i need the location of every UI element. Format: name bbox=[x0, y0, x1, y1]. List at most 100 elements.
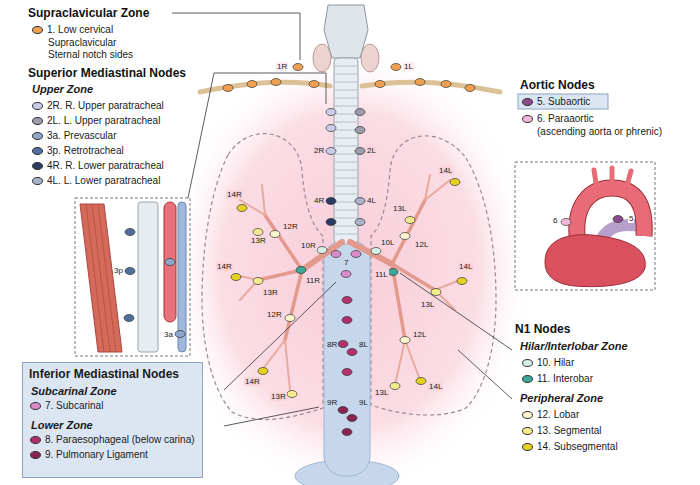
legend-entry: 9. Pulmonary Ligament bbox=[30, 449, 148, 461]
node-dot bbox=[416, 378, 426, 385]
legend-text: 12. Lobar bbox=[537, 409, 579, 421]
heart bbox=[545, 235, 645, 287]
node-dot bbox=[388, 269, 398, 276]
trachea-section bbox=[138, 202, 158, 352]
section-heading: Aortic Nodes bbox=[520, 78, 595, 92]
node-dot bbox=[613, 216, 623, 223]
legend-text: 4R. R. Lower paratracheal bbox=[47, 160, 164, 172]
callout-number: 4R bbox=[313, 196, 325, 205]
node-dot bbox=[293, 64, 303, 71]
callout-number: 13L bbox=[374, 388, 389, 397]
callout-number: 8L bbox=[358, 340, 369, 349]
node-dot bbox=[347, 415, 357, 422]
leader-lines bbox=[172, 13, 512, 426]
neck-inset bbox=[75, 198, 190, 356]
legend-swatch bbox=[32, 117, 43, 125]
callout-number: 1L bbox=[403, 62, 414, 71]
node-dot bbox=[450, 179, 460, 186]
legend-text: 9. Pulmonary Ligament bbox=[45, 449, 148, 461]
node-dot bbox=[375, 81, 385, 88]
node-dot bbox=[355, 198, 365, 205]
section-heading: Supraclavicular Zone bbox=[28, 6, 149, 20]
node-dot bbox=[223, 85, 233, 92]
inset-frame bbox=[75, 198, 190, 356]
legend-text: 1. Low cervical bbox=[47, 24, 113, 36]
legend-entry: 11. Interobar bbox=[522, 373, 593, 385]
larynx bbox=[324, 5, 368, 58]
trachea-rings bbox=[334, 66, 358, 234]
legend-swatch bbox=[522, 411, 533, 419]
legend-entry: 8. Paraesophageal (below carina) bbox=[30, 434, 195, 446]
legend-swatch bbox=[522, 443, 533, 451]
node-dot bbox=[258, 368, 268, 375]
node-dot bbox=[317, 247, 327, 254]
legend-text: 3p. Retrotracheal bbox=[47, 145, 124, 157]
node-dot bbox=[355, 219, 365, 226]
node-dot bbox=[285, 315, 295, 322]
legend-entry: 2L. L. Upper paratracheal bbox=[32, 115, 160, 127]
box-heading: Inferior Mediastinal Nodes bbox=[29, 367, 179, 381]
callout-number: 6 bbox=[552, 216, 558, 225]
lobar-bronchus bbox=[258, 200, 435, 340]
node-dot bbox=[247, 81, 257, 88]
node-dot bbox=[253, 229, 263, 236]
node-dot bbox=[405, 217, 415, 224]
callout-number: 12L bbox=[412, 330, 427, 339]
zone-heading: Peripheral Zone bbox=[520, 392, 603, 405]
node-dot bbox=[342, 369, 352, 376]
node-dot bbox=[175, 331, 185, 338]
legend-swatch bbox=[30, 451, 41, 459]
legend-entry: 3p. Retrotracheal bbox=[32, 145, 124, 157]
callout-number: 12L bbox=[414, 240, 429, 249]
node-dot bbox=[400, 233, 410, 240]
legend-text: 11. Interobar bbox=[537, 373, 593, 385]
node-dot bbox=[326, 219, 336, 226]
legend-swatch bbox=[522, 427, 533, 435]
section-heading: Superior Mediastinal Nodes bbox=[28, 66, 186, 80]
legend-swatch bbox=[522, 115, 533, 123]
node-dot bbox=[465, 85, 475, 92]
legend-swatch bbox=[522, 375, 533, 383]
chest-glow bbox=[165, 45, 535, 485]
node-dot bbox=[338, 407, 348, 414]
node-dot bbox=[271, 79, 281, 86]
legend-text: 4L. L. Lower paratracheal bbox=[47, 175, 160, 187]
legend-text: 10. Hilar bbox=[537, 357, 574, 369]
segmental-bronchus bbox=[235, 175, 460, 390]
callout-number: 7 bbox=[343, 258, 349, 267]
node-dot bbox=[326, 198, 336, 205]
legend-swatch bbox=[32, 132, 43, 140]
section-heading: N1 Nodes bbox=[515, 322, 570, 336]
node-dot bbox=[287, 391, 297, 398]
leader-line bbox=[214, 73, 326, 104]
lymph-node-dots bbox=[223, 64, 475, 436]
callout-number: 2R bbox=[313, 146, 325, 155]
legend-note: Sternal notch sides bbox=[48, 49, 133, 61]
legend-text: 3a. Prevascular bbox=[47, 130, 116, 142]
callout-number: 13R bbox=[262, 288, 279, 297]
zone-heading: Subcarinal Zone bbox=[31, 385, 117, 398]
callout-number: 12R bbox=[266, 310, 283, 319]
legend-entry: 4R. R. Lower paratracheal bbox=[32, 160, 164, 172]
legend-swatch bbox=[32, 102, 43, 110]
legend-swatch bbox=[32, 177, 43, 185]
legend-entry: 12. Lobar bbox=[522, 409, 579, 421]
right-lung-outline bbox=[202, 134, 323, 420]
node-dot bbox=[457, 278, 467, 285]
node-dot bbox=[253, 278, 263, 285]
legend-entry: 3a. Prevascular bbox=[32, 130, 116, 142]
node-dot bbox=[342, 297, 352, 304]
callout-number: 13L bbox=[420, 300, 435, 309]
node-dot bbox=[270, 231, 280, 238]
callout-number: 3a bbox=[163, 330, 174, 339]
legend-entry: 14. Subsegmental bbox=[522, 441, 618, 453]
legend-note: Supraclavicular bbox=[48, 37, 116, 49]
vein bbox=[178, 202, 186, 352]
callout-number: 12R bbox=[282, 222, 299, 231]
leader-line bbox=[188, 73, 214, 198]
trachea bbox=[334, 58, 358, 244]
node-dot bbox=[165, 259, 175, 266]
zone-heading: Upper Zone bbox=[32, 83, 93, 96]
legend-text: 13. Segmental bbox=[537, 425, 602, 437]
arch-branches bbox=[594, 168, 631, 190]
